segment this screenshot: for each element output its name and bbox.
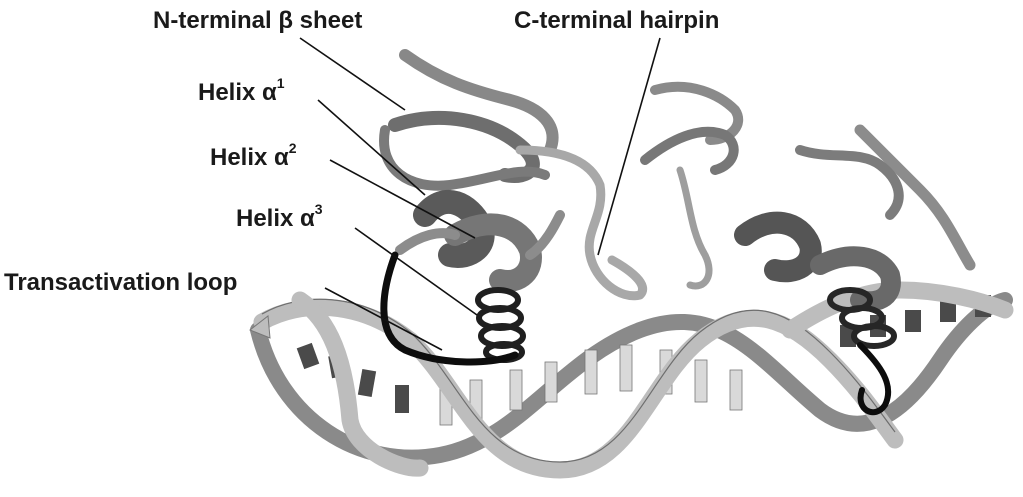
leader-n-terminal [300,38,405,110]
helix-alpha-3 [478,290,523,360]
right-loop-1 [680,170,709,286]
right-beta-2 [645,132,734,170]
right-beta-3 [860,130,970,265]
label-c-terminal-hairpin: C-terminal hairpin [514,7,719,34]
leader-c-terminal [598,38,660,255]
label-transactivation-loop: Transactivation loop [4,269,237,296]
label-helix-alpha-1: Helix α1 [198,75,285,106]
label-helix-alpha-3: Helix α3 [236,201,323,232]
beta-strand-1 [395,118,533,176]
right-protein-domain [645,87,970,412]
labels: N-terminal β sheet C-terminal hairpin He… [4,7,719,296]
label-n-terminal-beta-sheet: N-terminal β sheet [153,7,362,34]
right-helix-a [745,223,811,272]
dna-double-helix [250,290,1005,470]
beta-strand-2 [405,55,553,150]
label-helix-alpha-2: Helix α2 [210,140,297,171]
left-protein-domain [384,55,643,362]
